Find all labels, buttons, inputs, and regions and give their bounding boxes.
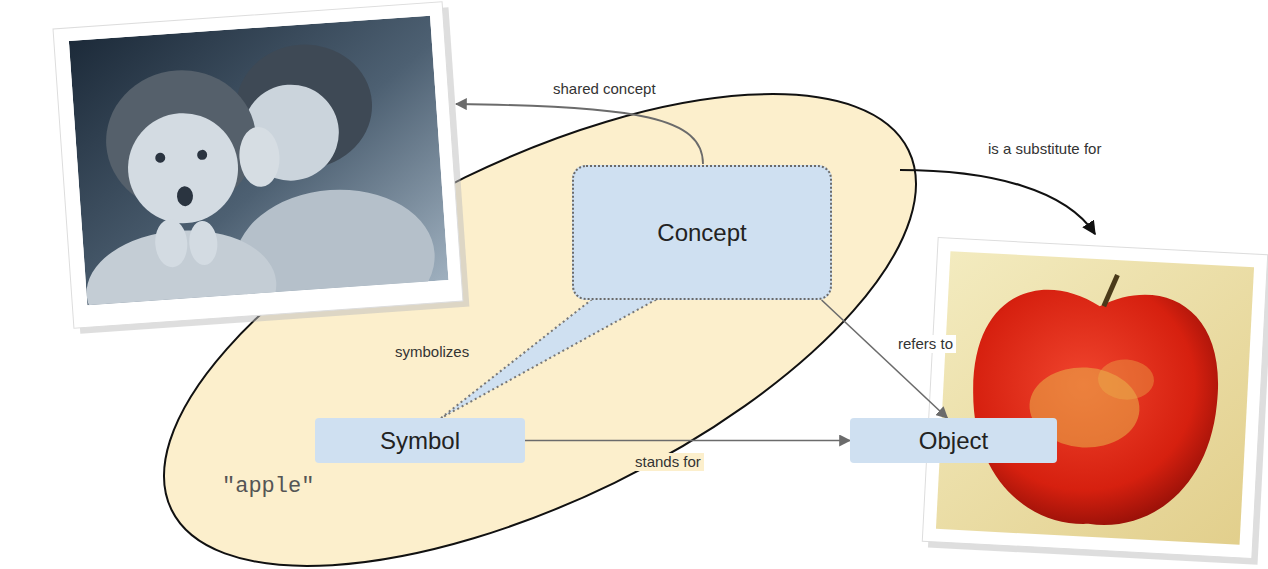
- symbol-box: Symbol: [315, 418, 525, 463]
- symbol-word: "apple": [222, 474, 314, 499]
- region-ellipse: "apple" ConceptSymbol: [165, 94, 915, 566]
- substitute-arrow: [900, 170, 1095, 234]
- connector: [822, 300, 948, 418]
- ellipse-shape: [97, 0, 983, 569]
- node-text: Symbol: [380, 427, 460, 455]
- node-text: Concept: [657, 219, 746, 247]
- object-box: Object: [850, 418, 1057, 463]
- edge-label: stands for: [632, 453, 704, 471]
- arrow-label: is a substitute for: [985, 140, 1104, 158]
- node-text: Object: [919, 427, 988, 455]
- edge-label: symbolizes: [392, 343, 472, 361]
- connector: [525, 440, 850, 442]
- concept-bubble: Concept: [572, 165, 832, 300]
- arrow-label: shared concept: [550, 80, 659, 98]
- girls-photo: [53, 1, 471, 354]
- apple-photo: [922, 238, 1268, 565]
- edge-label: refers to: [895, 335, 956, 353]
